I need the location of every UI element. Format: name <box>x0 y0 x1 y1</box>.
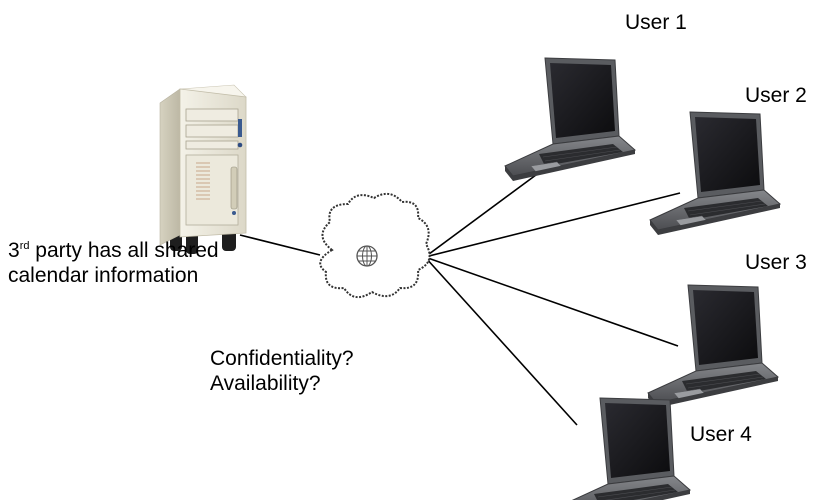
server-caption: 3rd party has all shared calendar inform… <box>8 238 219 288</box>
ordinal-number: 3 <box>8 239 20 262</box>
user1-label: User 1 <box>625 11 687 34</box>
user2-laptop-icon <box>649 111 781 236</box>
user4-laptop-icon <box>559 397 691 500</box>
cloud-to-user4-link <box>424 256 578 426</box>
user1-laptop-icon <box>504 57 636 182</box>
connections <box>239 171 681 426</box>
ordinal-suffix: rd <box>19 240 30 252</box>
globe-icon <box>356 245 378 267</box>
server-caption-line1-text: party has all shared <box>29 239 219 262</box>
server-to-cloud-link <box>239 234 321 256</box>
security-questions: Confidentiality? Availability? <box>210 346 354 396</box>
server-tower-icon <box>159 84 247 254</box>
cloud-to-user1-link <box>424 171 541 258</box>
server-caption-line2: calendar information <box>8 264 199 288</box>
internet-cloud-icon <box>319 192 431 299</box>
user4-label: User 4 <box>690 423 752 446</box>
cloud-to-user3-link <box>424 256 679 347</box>
user3-label: User 3 <box>745 251 807 274</box>
user2-label: User 2 <box>745 84 807 107</box>
user3-laptop-icon <box>647 284 779 409</box>
server-caption-line1: 3rd party has all shared <box>8 238 219 263</box>
availability-question: Availability? <box>210 372 321 396</box>
confidentiality-question: Confidentiality? <box>210 347 354 370</box>
cloud-to-user2-link <box>424 192 681 258</box>
